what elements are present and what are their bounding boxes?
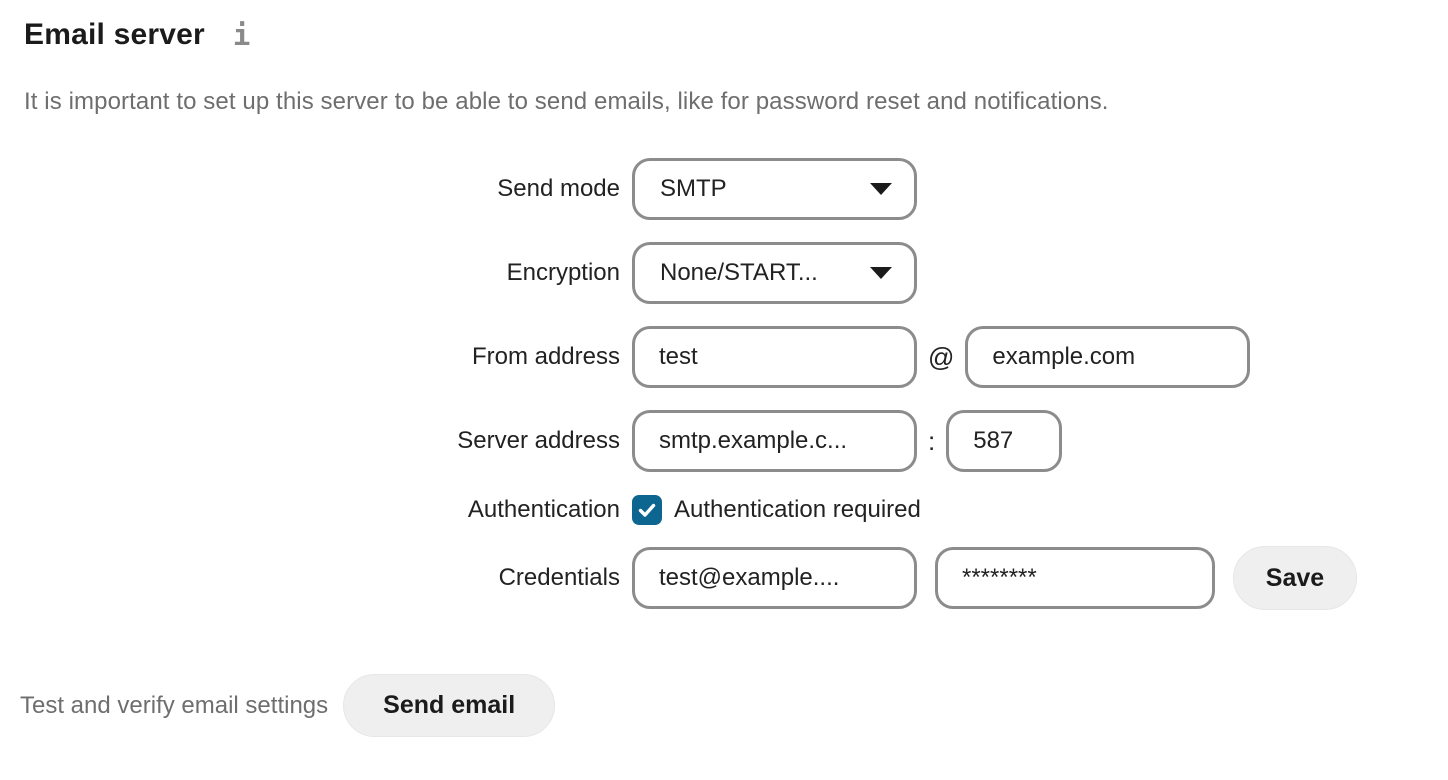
from-address-label: From address: [471, 343, 620, 370]
send-mode-selected-value: SMTP: [660, 175, 727, 202]
credentials-password-input[interactable]: [935, 547, 1215, 609]
encryption-selected-value: None/START...: [660, 259, 818, 286]
send-mode-row: Send mode SMTP: [0, 158, 1448, 220]
at-separator: @: [928, 341, 955, 372]
credentials-login-input[interactable]: [632, 547, 917, 609]
send-mode-label: Send mode: [497, 175, 620, 202]
chevron-down-icon: [870, 183, 892, 195]
test-email-section: Test and verify email settings Send emai…: [20, 674, 1448, 737]
encryption-label: Encryption: [506, 259, 620, 286]
chevron-down-icon: [870, 267, 892, 279]
authentication-label: Authentication: [467, 496, 620, 523]
email-server-form: Send mode SMTP Encryption None/START... …: [0, 158, 1448, 610]
checkmark-icon: [638, 503, 656, 517]
credentials-row: Credentials Save: [0, 546, 1448, 610]
section-description: It is important to set up this server to…: [24, 88, 1109, 115]
info-icon[interactable]: i: [232, 17, 251, 52]
encryption-row: Encryption None/START...: [0, 242, 1448, 304]
server-address-port-input[interactable]: [946, 410, 1063, 472]
test-email-label: Test and verify email settings: [20, 691, 329, 719]
server-address-host-input[interactable]: [632, 410, 917, 472]
save-button[interactable]: Save: [1233, 546, 1357, 610]
send-email-button[interactable]: Send email: [343, 674, 556, 737]
encryption-select[interactable]: None/START...: [632, 242, 917, 304]
server-address-label: Server address: [457, 427, 620, 454]
from-address-local-input[interactable]: [632, 326, 917, 388]
credentials-label: Credentials: [498, 564, 620, 591]
section-header: Email server i: [0, 0, 1448, 52]
authentication-row: Authentication Authentication required: [0, 494, 1448, 526]
authentication-required-checkbox[interactable]: [632, 495, 662, 525]
server-address-row: Server address :: [0, 410, 1448, 472]
send-mode-select[interactable]: SMTP: [632, 158, 917, 220]
authentication-required-label[interactable]: Authentication required: [674, 496, 921, 523]
from-address-row: From address @: [0, 326, 1448, 388]
page-title: Email server: [24, 18, 205, 51]
from-address-domain-input[interactable]: [965, 326, 1251, 388]
colon-separator: :: [928, 425, 936, 456]
